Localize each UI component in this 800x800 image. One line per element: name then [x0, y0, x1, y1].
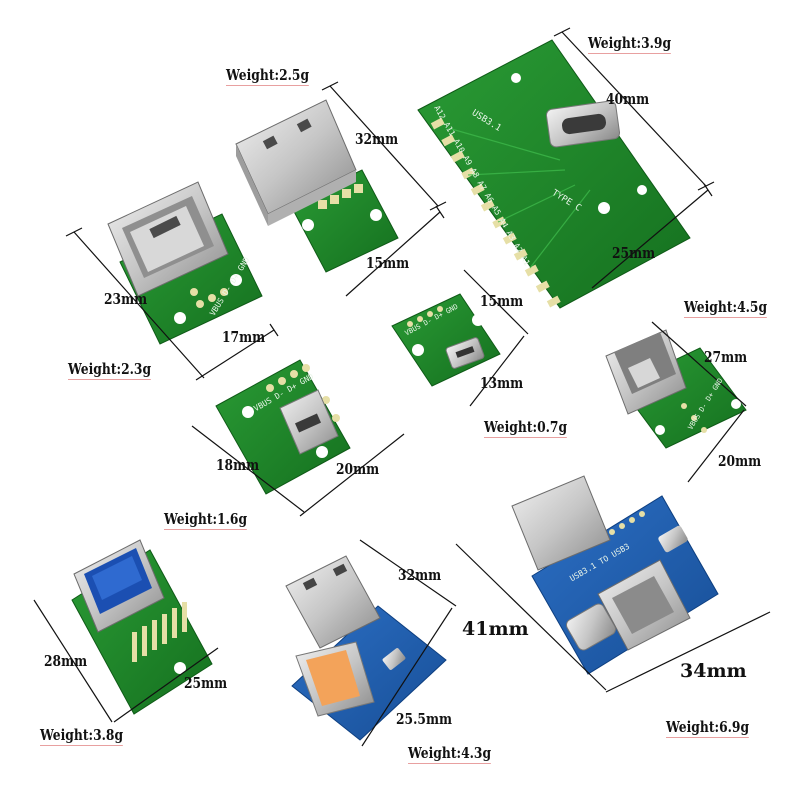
weight-label-usb-converter: Weight:4.3g	[408, 744, 492, 764]
length-label-micro-usb: 15mm	[480, 292, 524, 310]
usb-a-male-board	[235, 99, 399, 273]
width-label-usb-a-male: 15mm	[366, 254, 410, 272]
usb-a-female-board	[107, 181, 263, 345]
dimension-lines	[33, 27, 771, 747]
width-label-multi-port: 34mm	[680, 660, 747, 682]
length-label-usb-a-female: 23mm	[104, 290, 148, 308]
usb-b-board	[605, 329, 747, 449]
usb3-female-board	[71, 539, 213, 715]
micro-usb-board	[391, 293, 501, 387]
width-label-usb3-female: 25mm	[184, 674, 228, 692]
width-label-micro-usb: 13mm	[480, 374, 524, 392]
length-label-usb-b: 27mm	[704, 348, 748, 366]
weight-label-usb-a-female: Weight:2.3g	[68, 360, 152, 380]
weight-label-usb-a-male: Weight:2.5g	[226, 66, 310, 86]
length-label-type-c: 40mm	[606, 90, 650, 108]
weight-label-usb3-female: Weight:3.8g	[40, 726, 124, 746]
length-label-multi-port: 41mm	[462, 618, 529, 640]
weight-label-mini-usb: Weight:1.6g	[164, 510, 248, 530]
length-label-usb-a-male: 32mm	[355, 130, 399, 148]
weight-label-usb-b: Weight:4.5g	[684, 298, 768, 318]
width-label-usb-a-female: 17mm	[222, 328, 266, 346]
width-label-mini-usb: 20mm	[336, 460, 380, 478]
width-label-usb-converter: 25.5mm	[396, 710, 452, 728]
type-c-board	[417, 39, 691, 309]
usb-converter-board	[285, 555, 447, 741]
length-label-usb3-female: 28mm	[44, 652, 88, 670]
mini-usb-board	[215, 359, 351, 495]
width-label-type-c: 25mm	[612, 244, 656, 262]
multi-port-board	[511, 475, 719, 675]
weight-label-micro-usb: Weight:0.7g	[484, 418, 568, 438]
weight-label-multi-port: Weight:6.9g	[666, 718, 750, 738]
weight-label-type-c: Weight:3.9g	[588, 34, 672, 54]
length-label-mini-usb: 18mm	[216, 456, 260, 474]
length-label-usb-converter: 32mm	[398, 566, 442, 584]
width-label-usb-b: 20mm	[718, 452, 762, 470]
